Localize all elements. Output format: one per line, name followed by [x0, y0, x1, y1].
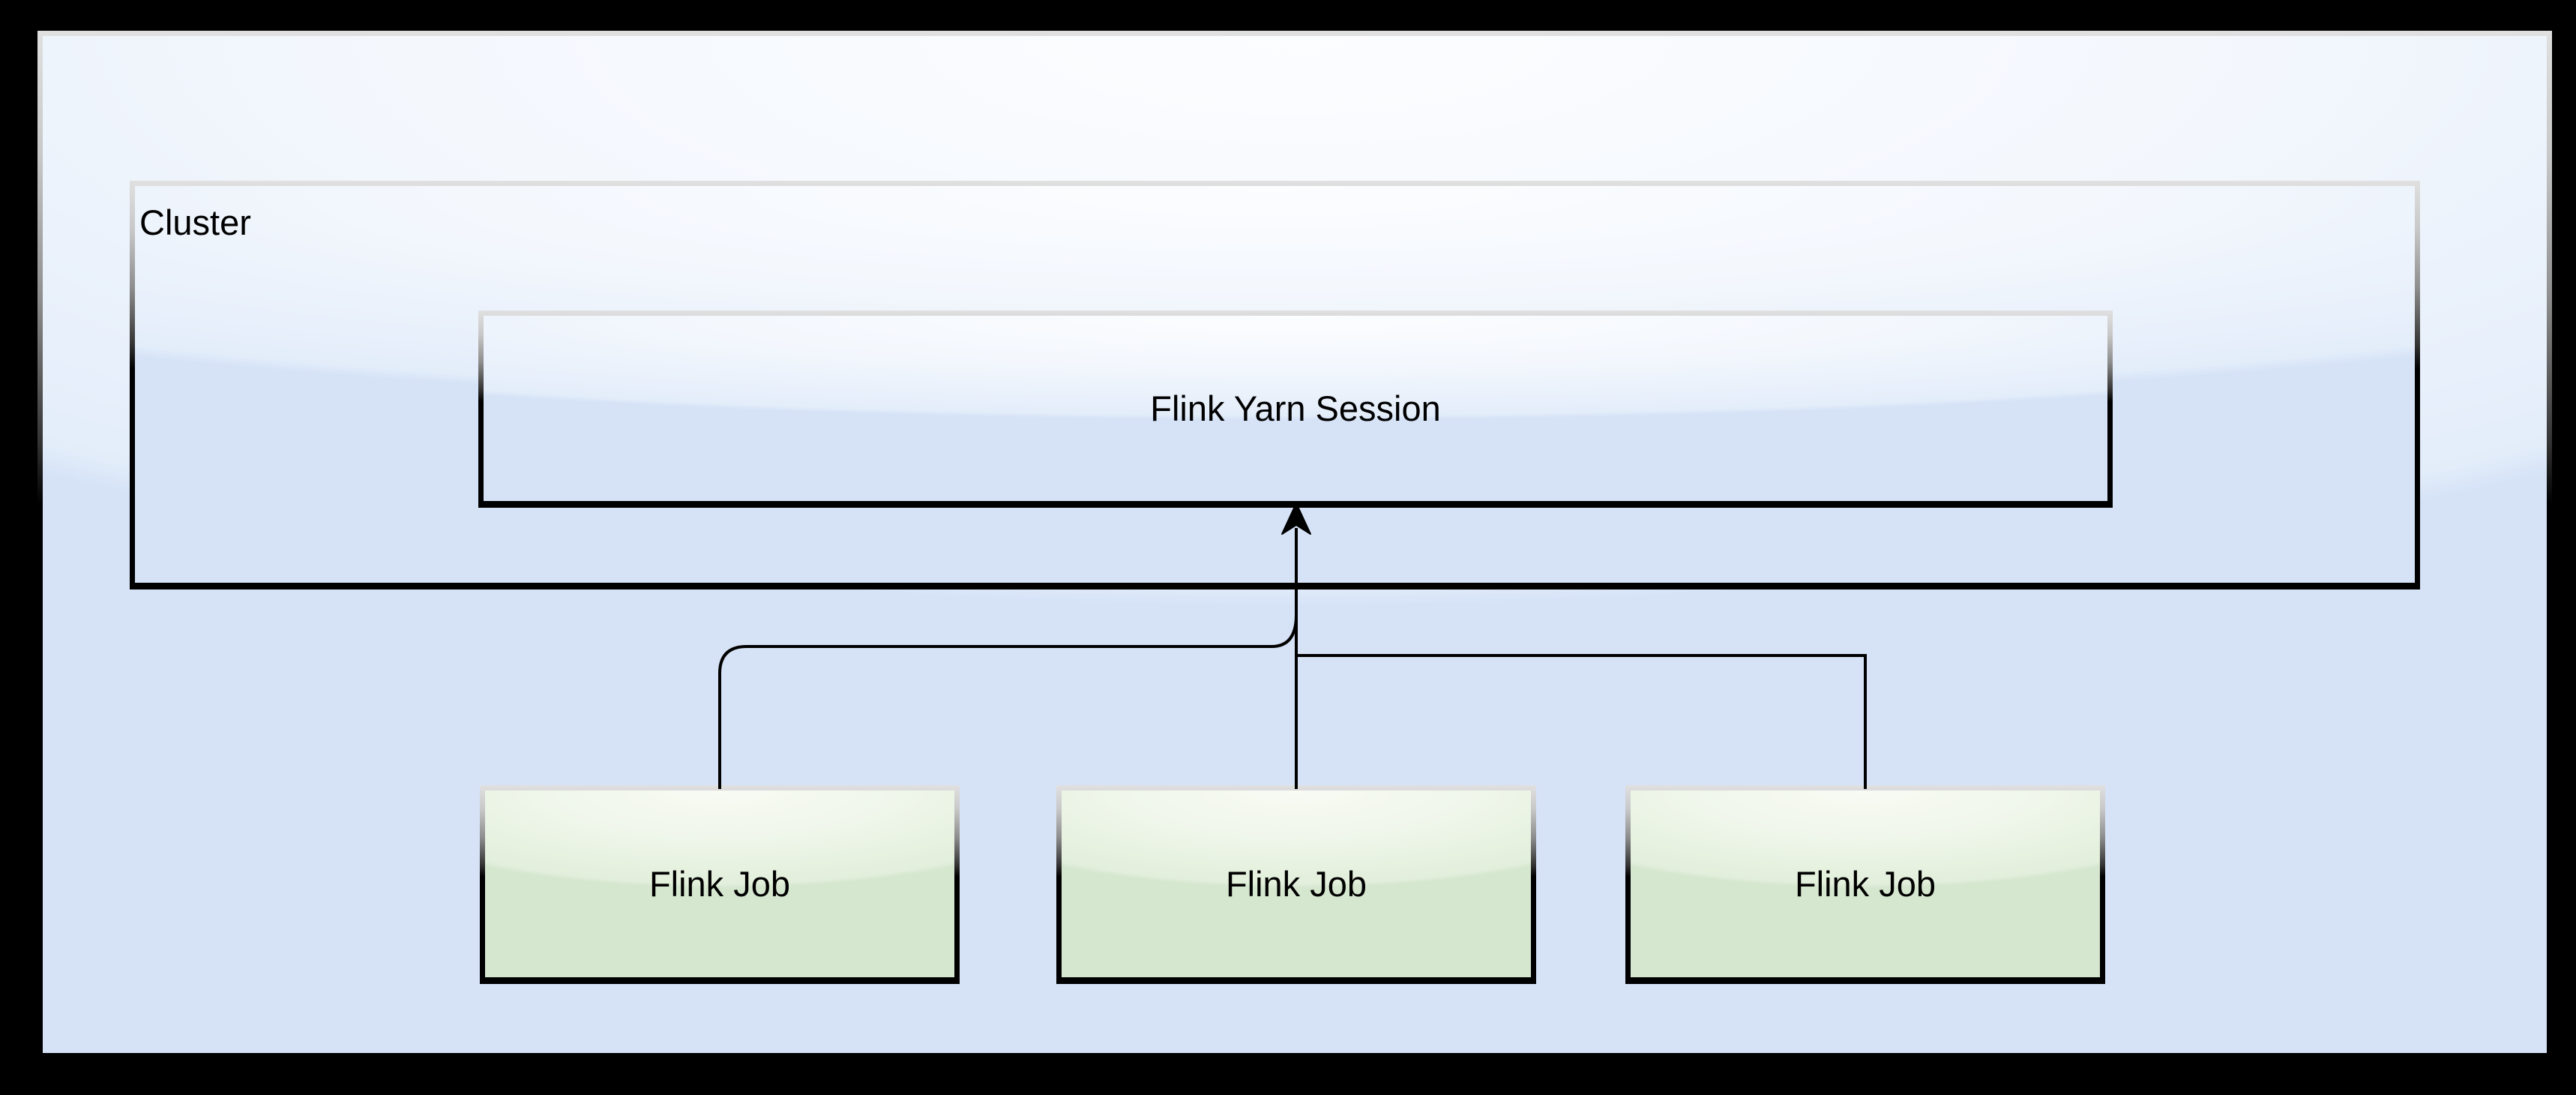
yarn-session-surface: Flink Yarn Session — [484, 316, 2107, 501]
flink-job-box-2: Flink Job — [1056, 785, 1536, 984]
cluster-label: Cluster — [139, 202, 251, 242]
flink-job-surface: Flink Job — [1631, 790, 2100, 977]
flink-job-surface: Flink Job — [1062, 790, 1531, 977]
cluster-surface: Cluster Flink Yarn Session — [135, 186, 2415, 583]
yarn-session-box: Flink Yarn Session — [478, 310, 2113, 508]
canvas-surface: Cluster Flink Yarn Session Flink Job Fli… — [43, 36, 2547, 1053]
yarn-session-label: Flink Yarn Session — [1150, 388, 1441, 428]
flink-job-label-3: Flink Job — [1794, 864, 1936, 904]
flink-job-label-1: Flink Job — [648, 864, 791, 904]
cluster-box: Cluster Flink Yarn Session — [130, 181, 2420, 590]
flink-job-label-2: Flink Job — [1225, 864, 1367, 904]
flink-job-box-1: Flink Job — [480, 785, 960, 984]
flink-job-surface: Flink Job — [485, 790, 954, 977]
flink-job-box-3: Flink Job — [1625, 785, 2105, 984]
diagram-canvas: Cluster Flink Yarn Session Flink Job Fli… — [37, 31, 2552, 1060]
